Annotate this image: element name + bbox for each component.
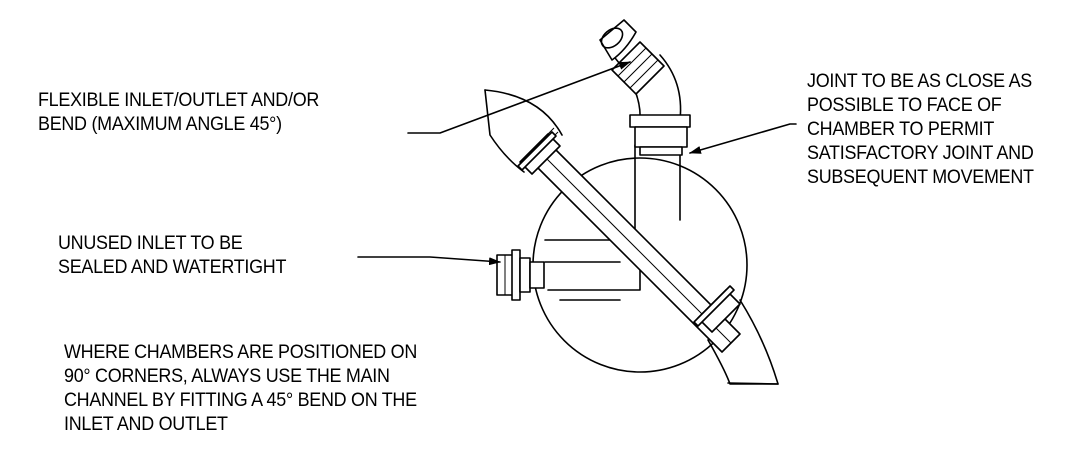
- joint-note: JOINT TO BE AS CLOSE AS POSSIBLE TO FACE…: [807, 69, 1034, 189]
- unused-inlet-line-2: SEALED AND WATERTIGHT: [58, 256, 287, 278]
- joint-note-line-5: SUBSEQUENT MOVEMENT: [807, 166, 1034, 188]
- top-bend: [599, 19, 691, 156]
- lower-right-bend: [693, 285, 779, 385]
- flexible-bend-label: FLEXIBLE INLET/OUTLET AND/OR BEND (MAXIM…: [38, 88, 319, 136]
- corners-note-line-1: WHERE CHAMBERS ARE POSITIONED ON: [64, 341, 418, 363]
- corners-note-line-2: 90° CORNERS, ALWAYS USE THE MAIN: [64, 365, 390, 387]
- joint-note-line-4: SATISFACTORY JOINT AND: [807, 142, 1034, 164]
- joint-note-line-3: CHAMBER TO PERMIT: [807, 118, 995, 140]
- flexible-bend-line-1: FLEXIBLE INLET/OUTLET AND/OR: [38, 89, 320, 111]
- unused-inlet-line-1: UNUSED INLET TO BE: [58, 232, 243, 254]
- corners-note: WHERE CHAMBERS ARE POSITIONED ON 90° COR…: [64, 340, 417, 436]
- joint-note-line-1: JOINT TO BE AS CLOSE AS: [807, 70, 1032, 92]
- upper-left-bend: [484, 89, 563, 175]
- corners-note-line-4: INLET AND OUTLET: [64, 413, 228, 435]
- leader-lines: [357, 61, 797, 266]
- unused-inlet: [496, 249, 545, 301]
- joint-note-line-2: POSSIBLE TO FACE OF: [807, 94, 1002, 116]
- unused-inlet-label: UNUSED INLET TO BE SEALED AND WATERTIGHT: [58, 231, 286, 279]
- corners-note-line-3: CHANNEL BY FITTING A 45° BEND ON THE: [64, 389, 417, 411]
- flexible-bend-line-2: BEND (MAXIMUM ANGLE 45°): [38, 113, 282, 135]
